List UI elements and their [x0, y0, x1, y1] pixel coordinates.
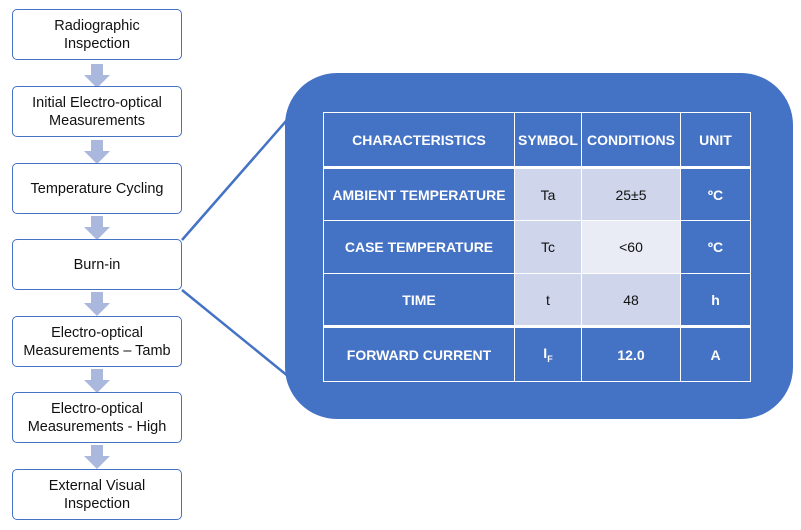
cell-symbol: t: [514, 273, 582, 327]
cell-characteristic: AMBIENT TEMPERATURE: [323, 167, 515, 221]
cell-unit: h: [680, 273, 751, 327]
step-temperature-cycling: Temperature Cycling: [12, 163, 182, 214]
header-symbol: SYMBOL: [514, 112, 582, 168]
burn-in-conditions-table: CHARACTERISTICS SYMBOL CONDITIONS UNIT A…: [323, 112, 751, 382]
step-label: Burn-in: [73, 256, 121, 273]
header-characteristics: CHARACTERISTICS: [323, 112, 515, 168]
down-arrow-icon: [84, 140, 110, 164]
cell-characteristic: TIME: [323, 273, 515, 327]
down-arrow-icon: [84, 445, 110, 469]
step-initial-measurements: Initial Electro-optical Measurements: [12, 86, 182, 137]
header-unit: UNIT: [680, 112, 751, 168]
down-arrow-icon: [84, 292, 110, 316]
down-arrow-icon: [84, 64, 110, 88]
cell-symbol: Tc: [514, 220, 582, 274]
step-measurements-tamb: Electro-optical Measurements – Tamb: [12, 316, 182, 367]
cell-characteristic: FORWARD CURRENT: [323, 326, 515, 382]
cell-condition: 25±5: [581, 167, 681, 221]
table-header-row: CHARACTERISTICS SYMBOL CONDITIONS UNIT: [323, 112, 751, 168]
step-label: Temperature Cycling: [30, 180, 164, 197]
step-burn-in: Burn-in: [12, 239, 182, 290]
step-label: Electro-optical Measurements - High: [27, 400, 167, 435]
step-measurements-high: Electro-optical Measurements - High: [12, 392, 182, 443]
symbol-subscript: F: [547, 353, 553, 364]
header-conditions: CONDITIONS: [581, 112, 681, 168]
table-row: CASE TEMPERATURE Tc <60 ºC: [323, 220, 751, 274]
cell-unit: ºC: [680, 167, 751, 221]
cell-characteristic: CASE TEMPERATURE: [323, 220, 515, 274]
symbol-base: I: [543, 345, 548, 362]
step-label: Electro-optical Measurements – Tamb: [23, 324, 171, 359]
cell-condition: <60: [581, 220, 681, 274]
step-external-visual-inspection: External Visual Inspection: [12, 469, 182, 520]
table-row: TIME t 48 h: [323, 273, 751, 327]
table-row: FORWARD CURRENT IF 12.0 A: [323, 326, 751, 382]
cell-unit: ºC: [680, 220, 751, 274]
step-label: External Visual Inspection: [48, 477, 146, 512]
step-label: Initial Electro-optical Measurements: [32, 94, 162, 129]
down-arrow-icon: [84, 216, 110, 240]
cell-symbol: IF: [514, 326, 582, 382]
step-label: Radiographic Inspection: [54, 17, 140, 52]
table-row: AMBIENT TEMPERATURE Ta 25±5 ºC: [323, 167, 751, 221]
down-arrow-icon: [84, 369, 110, 393]
cell-condition: 12.0: [581, 326, 681, 382]
cell-symbol: Ta: [514, 167, 582, 221]
step-radiographic-inspection: Radiographic Inspection: [12, 9, 182, 60]
cell-condition: 48: [581, 273, 681, 327]
cell-unit: A: [680, 326, 751, 382]
